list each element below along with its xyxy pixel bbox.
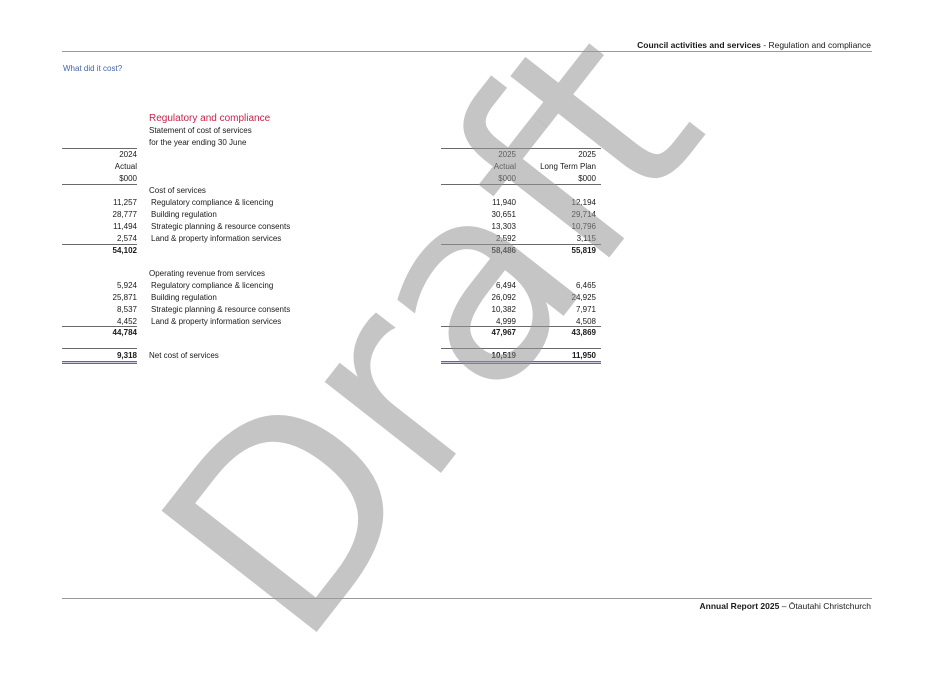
header-section-title: Council activities and services [637,40,761,50]
col-2024-header-rule [62,184,137,185]
footer-rule [62,598,872,599]
table-cell: 11,257 [113,198,137,207]
net-rule-2024 [62,348,137,349]
table-cell: 12,194 [571,198,596,207]
table-row-label: Land & property information services [151,317,282,326]
cost-total-rule-2025 [441,244,601,245]
table-row-label: Strategic planning & resource consents [151,222,291,231]
table-cell: 7,971 [575,305,596,314]
page-footer: Annual Report 2025 – Ōtautahi Christchur… [700,601,871,611]
table-row-label: Land & property information services [151,234,282,243]
revenue-total-ltp: 43,869 [571,328,596,337]
cost-section-heading: Cost of services [149,186,206,195]
table-cell: 24,925 [571,293,596,302]
revenue-total-2025: 47,967 [491,328,516,337]
col-ltp-unit: $000 [578,174,596,183]
col-2025-top-rule [441,148,601,149]
col-2025-unit: $000 [498,174,516,183]
net-cost-ltp: 11,950 [571,351,596,360]
revenue-total-rule-2025 [441,326,601,327]
cost-total-2024: 54,102 [112,246,137,255]
table-row-label: Regulatory compliance & licencing [151,281,274,290]
table-cell: 4,508 [575,317,596,326]
table-row-label: Building regulation [151,210,217,219]
table-cell: 2,592 [495,234,516,243]
table-cell: 26,092 [491,293,516,302]
table-cell: 5,924 [116,281,137,290]
col-2024-year: 2024 [119,150,137,159]
table-cell: 4,452 [116,317,137,326]
net-cost-label: Net cost of services [149,351,219,360]
revenue-total-2024: 44,784 [112,328,137,337]
what-did-it-cost-heading: What did it cost? [63,64,123,73]
col-2024-top-rule [62,148,137,149]
table-cell: 2,574 [116,234,137,243]
table-cell: 28,777 [112,210,137,219]
col-2025-header-rule [441,184,601,185]
net-cost-2025: 10,519 [491,351,516,360]
statement-subtitle: Statement of cost of services [149,126,252,135]
page-header: Council activities and services - Regula… [637,40,871,50]
col-2025-year: 2025 [498,150,516,159]
col-ltp-type: Long Term Plan [540,162,596,171]
net-double-rule-2025 [441,361,601,364]
statement-period: for the year ending 30 June [149,138,247,147]
table-cell: 11,494 [113,222,137,231]
table-cell: 3,115 [576,234,596,243]
net-rule-2025 [441,348,601,349]
draft-watermark: Draft [102,0,758,692]
footer-report-place: – Ōtautahi Christchurch [779,601,871,611]
table-cell: 6,494 [495,281,516,290]
revenue-section-heading: Operating revenue from services [149,269,266,278]
table-cell: 25,871 [112,293,137,302]
cost-total-2025: 58,486 [491,246,516,255]
cost-total-ltp: 55,819 [571,246,596,255]
table-row-label: Building regulation [151,293,217,302]
net-cost-2024: 9,318 [116,351,137,360]
table-cell: 8,537 [116,305,137,314]
col-ltp-year: 2025 [578,150,596,159]
table-row-label: Regulatory compliance & licencing [151,198,274,207]
col-2024-unit: $000 [119,174,137,183]
table-cell: 13,303 [491,222,516,231]
table-cell: 29,714 [571,210,596,219]
col-2025-type: Actual [493,162,516,171]
table-cell: 6,465 [575,281,596,290]
table-cell: 11,940 [492,198,516,207]
table-cell: 10,796 [571,222,596,231]
table-cell: 10,382 [491,305,516,314]
col-2024-type: Actual [114,162,137,171]
net-double-rule-2024 [62,361,137,364]
table-cell: 4,999 [495,317,516,326]
statement-title: Regulatory and compliance [149,113,271,124]
footer-report-title: Annual Report 2025 [699,601,780,611]
header-section-subtitle: - Regulation and compliance [760,40,871,50]
revenue-total-rule-2024 [62,326,137,327]
table-cell: 30,651 [491,210,516,219]
header-rule [62,51,872,52]
cost-total-rule-2024 [62,244,137,245]
table-row-label: Strategic planning & resource consents [151,305,291,314]
